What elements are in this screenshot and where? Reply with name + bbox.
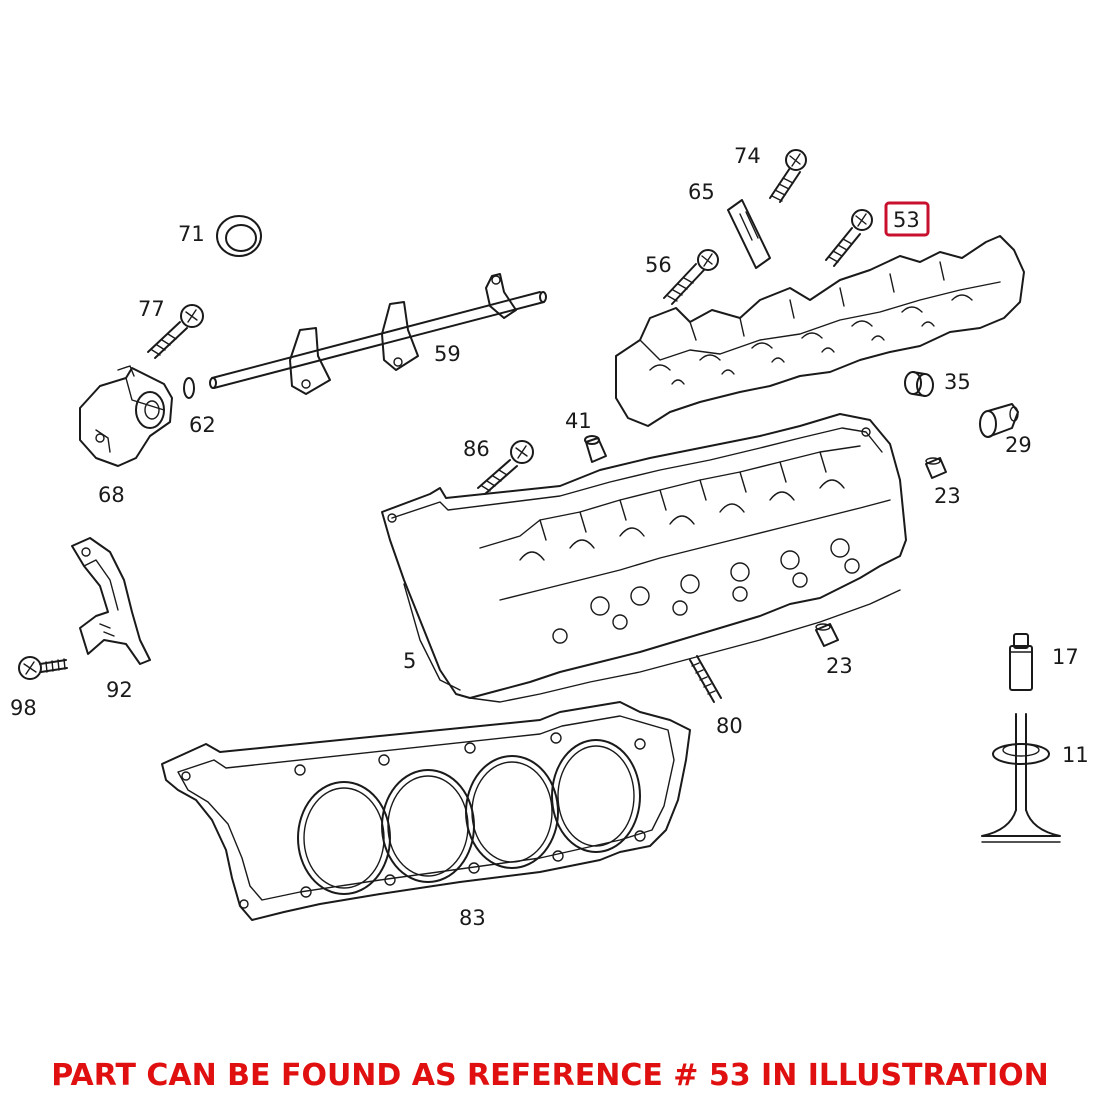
ref-label-83: 83 xyxy=(459,906,486,930)
ref-label-17: 17 xyxy=(1052,645,1079,669)
part-35-plug xyxy=(904,371,934,397)
part-80-stud xyxy=(689,655,722,703)
part-53-screw xyxy=(825,209,873,267)
ref-label-23-lower: 23 xyxy=(826,654,853,678)
part-98-screw xyxy=(18,656,68,680)
highlight-box-53 xyxy=(884,201,930,237)
part-71-seal-ring xyxy=(216,215,262,257)
ref-label-62: 62 xyxy=(189,413,216,437)
ref-label-59: 59 xyxy=(434,342,461,366)
ref-label-11: 11 xyxy=(1062,743,1089,767)
part-92-bracket xyxy=(71,537,151,665)
ref-label-35: 35 xyxy=(944,370,971,394)
camshaft-housing xyxy=(615,235,1025,427)
ref-label-92: 92 xyxy=(106,678,133,702)
part-5-cylinder-head xyxy=(381,413,907,703)
ref-label-5: 5 xyxy=(403,649,416,673)
part-65-plate xyxy=(727,199,771,269)
part-56-screw xyxy=(663,249,719,305)
part-23-sleeve-upper xyxy=(925,457,947,479)
ref-label-86: 86 xyxy=(463,437,490,461)
part-62-o-ring xyxy=(183,377,195,399)
part-83-head-gasket xyxy=(161,701,691,921)
part-17-lifter xyxy=(1009,633,1033,691)
part-77-screw xyxy=(147,304,204,359)
ref-label-74: 74 xyxy=(734,144,761,168)
ref-label-68: 68 xyxy=(98,483,125,507)
part-29-plug xyxy=(979,403,1019,438)
part-23-sleeve-lower xyxy=(815,623,839,647)
part-11-valve xyxy=(981,713,1061,843)
ref-label-53: 53 xyxy=(893,208,920,232)
ref-label-98: 98 xyxy=(10,696,37,720)
ref-label-71: 71 xyxy=(178,222,205,246)
reference-note: PART CAN BE FOUND AS REFERENCE # 53 IN I… xyxy=(51,1058,1049,1093)
part-41-dowel xyxy=(584,435,607,463)
ref-label-41: 41 xyxy=(565,409,592,433)
part-59-tube xyxy=(209,273,547,395)
ref-label-65: 65 xyxy=(688,180,715,204)
part-86-screw xyxy=(477,440,534,495)
ref-label-80: 80 xyxy=(716,714,743,738)
part-74-screw xyxy=(769,149,807,203)
part-68-actuator xyxy=(79,365,173,467)
ref-label-77: 77 xyxy=(138,297,165,321)
ref-label-23-upper: 23 xyxy=(934,484,961,508)
ref-label-56: 56 xyxy=(645,253,672,277)
ref-label-29: 29 xyxy=(1005,433,1032,457)
